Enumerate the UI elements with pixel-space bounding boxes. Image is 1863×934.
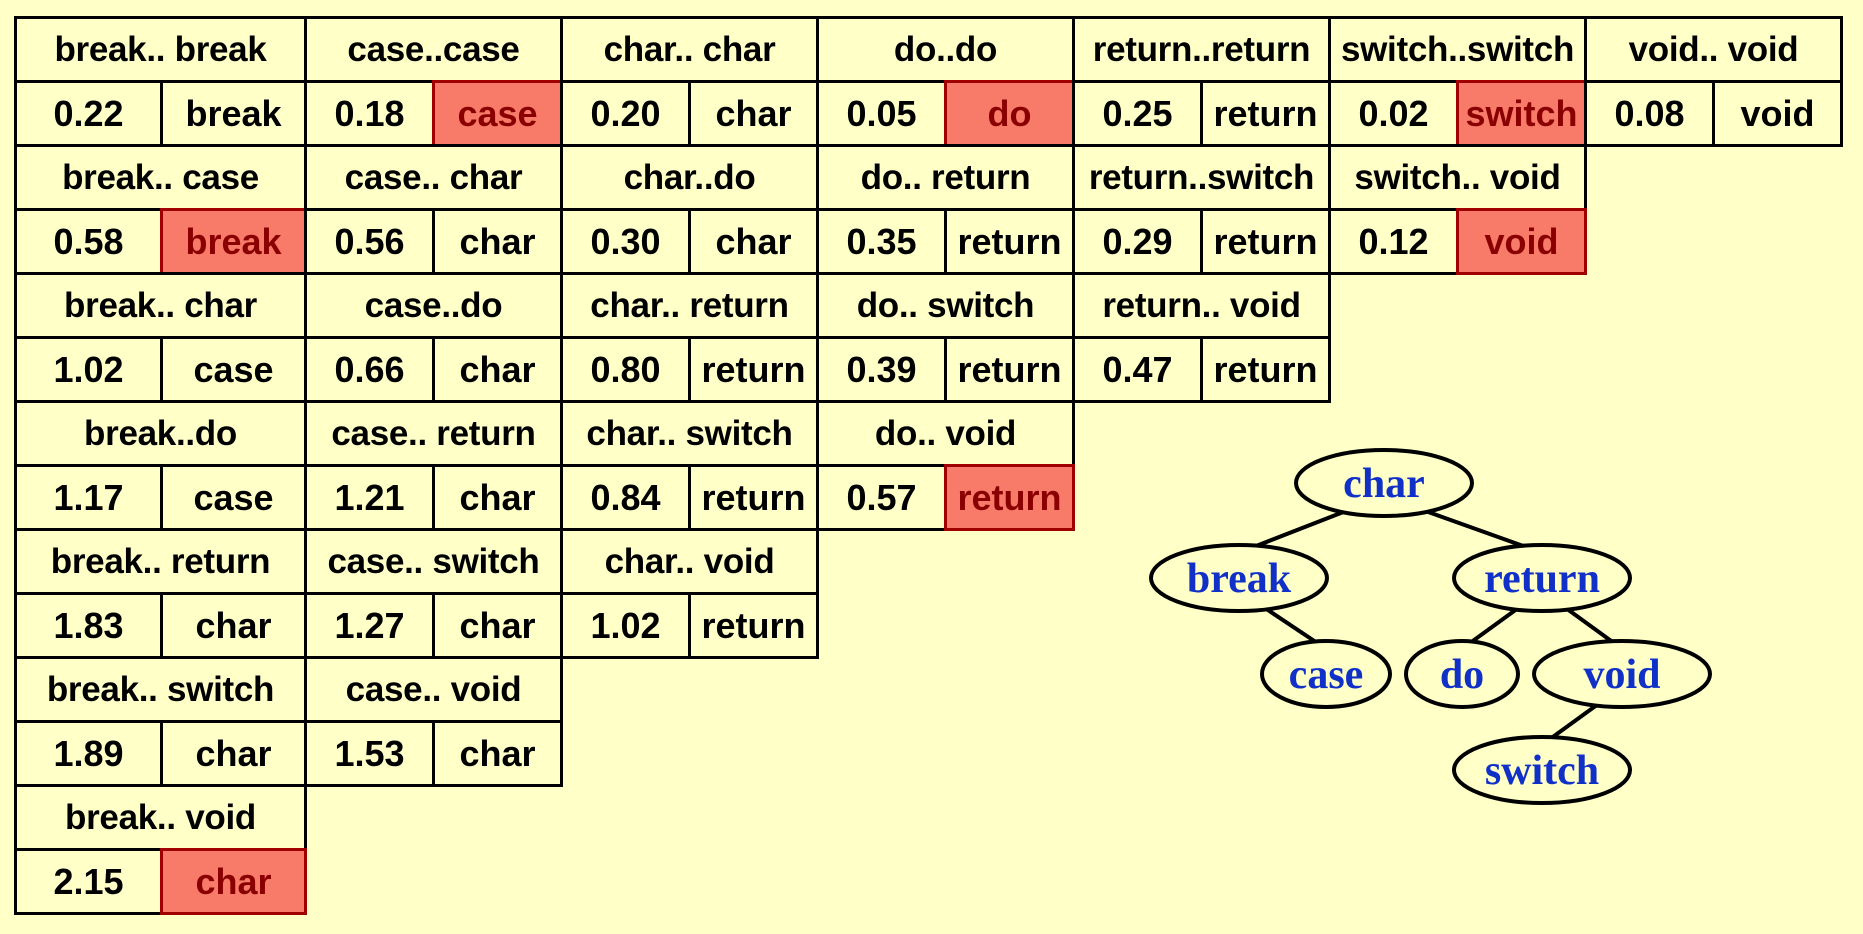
root-key: return	[688, 592, 819, 659]
tree-node-case: case	[1260, 639, 1392, 709]
root-key: break	[160, 80, 307, 147]
tree-node-ellipse	[1452, 543, 1632, 613]
root-key: char	[432, 720, 563, 787]
tree-node-char: char	[1294, 448, 1474, 518]
root-key: void	[1712, 80, 1843, 147]
root-key: char	[432, 336, 563, 403]
root-key: void	[1456, 208, 1587, 275]
root-key: return	[1200, 336, 1331, 403]
tree-node-ellipse	[1294, 448, 1474, 518]
root-key: char	[160, 848, 307, 915]
tree-node-label: switch	[1485, 748, 1599, 794]
range-label: switch..switch	[1328, 16, 1587, 83]
tree-edge-break-case	[1262, 605, 1319, 645]
tree-node-ellipse	[1404, 639, 1520, 709]
tree-edge-char-return	[1427, 510, 1527, 549]
range-label: break.. char	[14, 272, 307, 339]
root-key: return	[944, 464, 1075, 531]
tree-node-label: return	[1484, 556, 1600, 602]
cost-value: 0.56	[304, 208, 435, 275]
tree-node-ellipse	[1452, 735, 1632, 805]
cost-value: 0.66	[304, 336, 435, 403]
tree-node-label: break	[1187, 556, 1292, 602]
range-label: do.. void	[816, 400, 1075, 467]
root-key: break	[160, 208, 307, 275]
tree-node-void: void	[1532, 639, 1712, 709]
cost-value: 1.27	[304, 592, 435, 659]
tree-edge-char-break	[1252, 510, 1345, 549]
tree-node-return: return	[1452, 543, 1632, 613]
tree-node-label: char	[1343, 461, 1425, 507]
tree-edge-return-void	[1563, 605, 1616, 645]
root-key: do	[944, 80, 1075, 147]
cost-value: 1.02	[560, 592, 691, 659]
tree-node-break: break	[1149, 543, 1329, 613]
tree-node-label: case	[1289, 652, 1364, 698]
tree-node-label: do	[1440, 652, 1484, 698]
tree-edge-return-do	[1468, 605, 1521, 645]
tree-node-ellipse	[1149, 543, 1329, 613]
tree-node-do: do	[1404, 639, 1520, 709]
tree-node-switch: switch	[1452, 735, 1632, 805]
cost-value: 0.08	[1584, 80, 1715, 147]
cost-value: 1.02	[14, 336, 163, 403]
root-key: return	[688, 464, 819, 531]
tree-edge-void-switch	[1548, 701, 1601, 741]
tree-node-ellipse	[1260, 639, 1392, 709]
range-label: break.. return	[14, 528, 307, 595]
tree-node-label: void	[1583, 652, 1660, 698]
tree-node-ellipse	[1532, 639, 1712, 709]
